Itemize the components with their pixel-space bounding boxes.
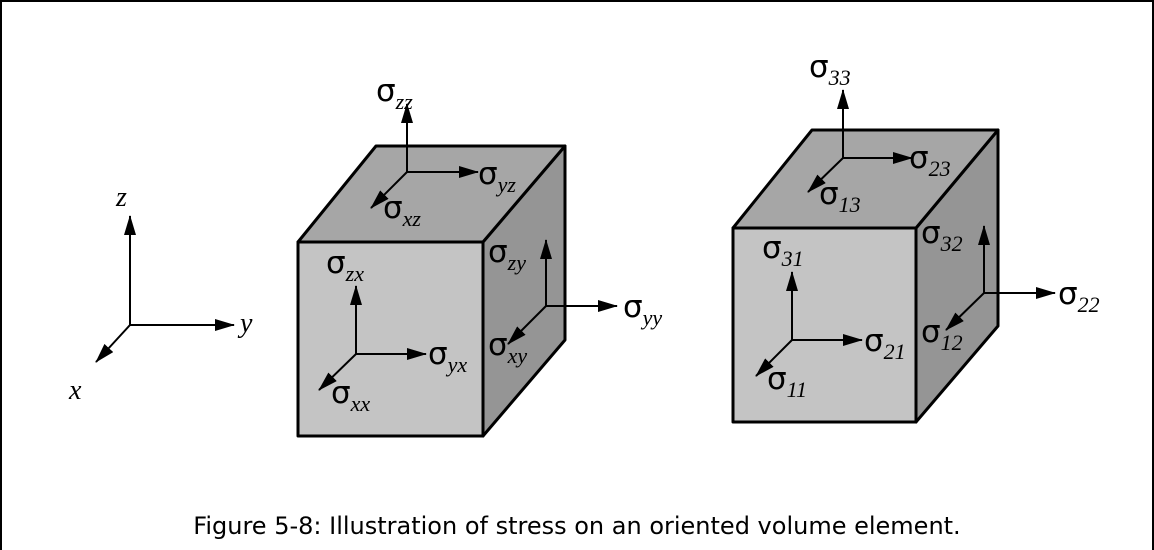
arrow-xz: [370, 171, 408, 209]
x-axis: [95, 324, 131, 363]
z-axis-label: z: [115, 182, 127, 213]
y-axis-label: y: [237, 308, 253, 339]
label-sigma-xz: σxz: [383, 190, 421, 231]
coordinate-axes: [95, 215, 235, 363]
arrow-xy: [507, 305, 547, 345]
label-sigma-12: σ12: [921, 314, 963, 355]
cube-indexed: σ33 σ23 σ13 σ31 σ21 σ11 σ32 σ22 σ12: [731, 49, 1100, 424]
cube1-front-face: [296, 240, 485, 438]
label-sigma-23: σ23: [909, 140, 951, 181]
label-sigma-xx: σxx: [331, 375, 370, 416]
label-sigma-11: σ11: [767, 361, 807, 402]
arrow-13: [807, 157, 844, 193]
label-sigma-32: σ32: [921, 215, 963, 256]
label-sigma-22: σ22: [1058, 276, 1100, 317]
label-sigma-zz: σzz: [376, 73, 413, 114]
label-sigma-xy: σxy: [488, 327, 527, 368]
label-sigma-31: σ31: [762, 230, 804, 271]
x-axis-label: x: [68, 375, 82, 406]
arrow-xx: [318, 353, 357, 391]
label-sigma-yx: σyx: [428, 336, 467, 377]
arrow-12: [945, 292, 985, 331]
label-sigma-33: σ33: [809, 49, 851, 90]
label-sigma-13: σ13: [819, 176, 861, 217]
label-sigma-zx: σzx: [326, 245, 364, 286]
label-sigma-yz: σyz: [478, 156, 516, 197]
figure-caption: Figure 5-8: Illustration of stress on an…: [193, 512, 960, 540]
cube2-front-face: [731, 226, 918, 424]
label-sigma-21: σ21: [864, 323, 906, 364]
arrow-11: [755, 339, 793, 377]
label-sigma-yy: σyy: [623, 289, 662, 330]
cube-xyz: σzz σyz σxz σzx σyx σxx σzy σyy σxy: [296, 73, 662, 438]
label-sigma-zy: σzy: [488, 234, 526, 275]
